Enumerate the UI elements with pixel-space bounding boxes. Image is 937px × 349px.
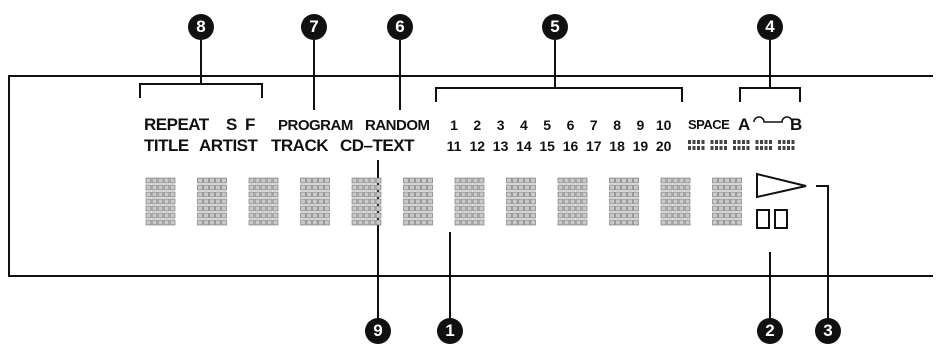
segment-meter <box>755 140 772 150</box>
label-cd-text: CD–TEXT <box>340 136 414 155</box>
track-number: 10 <box>655 117 672 133</box>
character-cell <box>197 177 227 226</box>
character-cell <box>557 177 588 226</box>
callout-8: 8 <box>188 14 214 40</box>
label-space: SPACE <box>688 117 730 132</box>
label-random: RANDOM <box>365 117 430 134</box>
label-track: TRACK <box>271 136 329 155</box>
character-cell <box>403 177 433 226</box>
track-number: 3 <box>496 117 505 133</box>
segment-meter <box>733 140 750 150</box>
character-cell <box>145 177 176 226</box>
track-number: 8 <box>613 117 621 133</box>
track-number: 19 <box>632 138 649 154</box>
track-number: 5 <box>543 117 552 133</box>
track-number: 16 <box>562 138 579 154</box>
label-repeat: REPEAT <box>144 115 209 134</box>
label-s: S <box>226 115 237 134</box>
label-b: B <box>790 115 802 134</box>
segment-meter <box>778 140 795 150</box>
track-number: 7 <box>589 117 598 133</box>
track-number: 2 <box>473 117 482 133</box>
character-cell <box>454 177 485 226</box>
character-cells <box>145 177 742 226</box>
segment-meters <box>688 140 795 150</box>
track-number: 11 <box>446 138 462 154</box>
callout-7: 7 <box>301 14 327 40</box>
segment-meter <box>688 140 705 150</box>
track-number: 20 <box>655 138 672 154</box>
track-number: 9 <box>636 117 645 133</box>
character-cell <box>660 177 691 226</box>
track-number: 13 <box>492 138 509 154</box>
character-cell <box>300 177 330 226</box>
label-artist: ARTIST <box>199 136 258 155</box>
callout-3: 3 <box>815 318 841 344</box>
track-number: 14 <box>516 138 532 154</box>
display-panel <box>8 75 933 277</box>
callout-5: 5 <box>542 14 568 40</box>
track-number: 4 <box>519 117 528 133</box>
track-number: 17 <box>586 138 602 154</box>
track-number: 6 <box>566 117 575 133</box>
character-cell <box>248 177 279 226</box>
track-number: 1 <box>450 117 458 133</box>
segment-meter <box>710 140 727 150</box>
track-number: 15 <box>539 138 555 154</box>
label-program: PROGRAM <box>278 117 353 134</box>
label-title: TITLE <box>144 136 189 155</box>
callout-4: 4 <box>757 14 783 40</box>
character-cell <box>609 177 639 226</box>
character-cell <box>351 177 382 226</box>
label-a: A <box>738 115 750 134</box>
callout-1: 1 <box>437 318 463 344</box>
label-f: F <box>245 115 255 134</box>
character-cell <box>712 177 742 226</box>
track-number: 12 <box>469 138 486 154</box>
callout-6: 6 <box>387 14 413 40</box>
track-number: 18 <box>609 138 625 154</box>
character-cell <box>506 177 536 226</box>
callout-9: 9 <box>365 318 391 344</box>
callout-2: 2 <box>757 318 783 344</box>
